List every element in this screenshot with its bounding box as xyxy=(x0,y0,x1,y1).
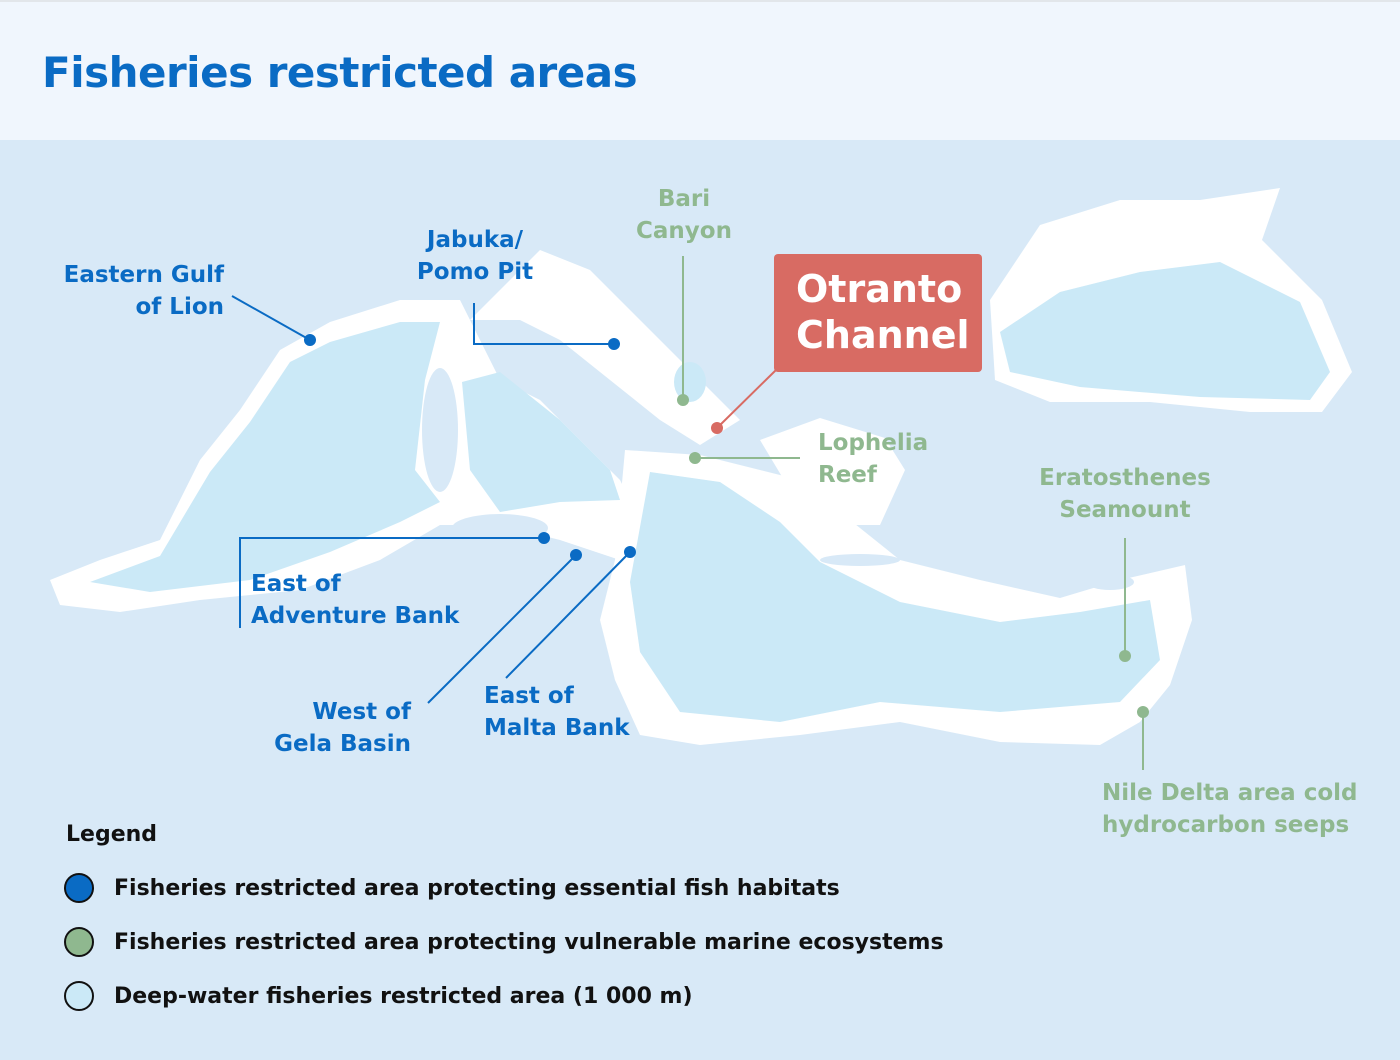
aegean-shelf xyxy=(760,418,905,525)
corsica-sardinia-island xyxy=(422,368,458,492)
label-line: West of xyxy=(312,699,411,725)
legend-title: Legend xyxy=(66,822,158,847)
sicily-island xyxy=(452,514,548,542)
east-of-malta-bank-label: East of Malta Bank xyxy=(484,680,630,744)
west-of-gela-basin-label: West of Gela Basin xyxy=(260,696,411,760)
label-line: Eratosthenes xyxy=(1039,465,1211,491)
header: Fisheries restricted areas xyxy=(0,0,1400,140)
page-title: Fisheries restricted areas xyxy=(42,48,638,97)
eastern-deep-area xyxy=(630,472,1160,722)
east-of-malta-bank-line xyxy=(505,551,631,679)
label-line: Nile Delta area cold xyxy=(1102,780,1358,806)
label-line: Eastern Gulf xyxy=(63,262,224,288)
islands xyxy=(422,368,1134,590)
bari-canyon-label: Bari Canyon xyxy=(624,183,744,247)
otranto-channel-marker xyxy=(711,422,723,434)
legend-label: Fisheries restricted area protecting ess… xyxy=(114,875,840,901)
east-of-adventure-bank-line xyxy=(239,537,544,628)
nile-delta-marker xyxy=(1137,706,1149,718)
jabuka-pomo-pit-line xyxy=(473,303,614,345)
label-line: Otranto xyxy=(796,267,963,311)
label-line: East of xyxy=(251,571,341,597)
jabuka-pomo-pit-label: Jabuka/ Pomo Pit xyxy=(410,224,540,288)
eastern-gulf-of-lion-label: Eastern Gulf of Lion xyxy=(60,259,224,323)
deep-water-areas xyxy=(90,262,1330,722)
crete-island xyxy=(820,554,900,566)
eastern-gulf-of-lion-marker xyxy=(304,334,316,346)
label-line: Lophelia xyxy=(818,430,929,456)
eastern-gulf-of-lion-line xyxy=(231,295,311,341)
otranto-channel-callout: Otranto Channel xyxy=(774,254,982,372)
label-line: Bari xyxy=(657,186,711,212)
label-line: Seamount xyxy=(1059,497,1191,523)
label-line: Channel xyxy=(796,313,970,357)
label-line: Gela Basin xyxy=(274,731,411,757)
western-deep-area xyxy=(90,322,440,592)
bari-canyon-marker xyxy=(677,394,689,406)
eratosthenes-seamount-label: Eratosthenes Seamount xyxy=(1035,462,1215,526)
lophelia-reef-label: Lophelia Reef xyxy=(818,427,928,491)
legend-item-essential-fish-habitats: Fisheries restricted area protecting ess… xyxy=(64,873,840,903)
legend-label: Fisheries restricted area protecting vul… xyxy=(114,929,944,955)
label-line: Reef xyxy=(818,462,877,488)
west-of-gela-basin-line xyxy=(427,554,577,704)
nile-delta-label: Nile Delta area cold hydrocarbon seeps xyxy=(1102,777,1358,841)
black-sea-deep-area xyxy=(1000,262,1330,400)
label-line: hydrocarbon seeps xyxy=(1102,812,1350,838)
lophelia-reef-marker xyxy=(689,452,701,464)
light-blue-circle-icon xyxy=(64,981,94,1011)
jabuka-pomo-pit-marker xyxy=(608,338,620,350)
east-of-adventure-bank-marker xyxy=(538,532,550,544)
otranto-channel-line xyxy=(716,369,777,429)
legend-item-vulnerable-marine-ecosystems: Fisheries restricted area protecting vul… xyxy=(64,927,944,957)
label-line: Malta Bank xyxy=(484,715,630,741)
label-line: Adventure Bank xyxy=(251,603,460,629)
eratosthenes-seamount-marker xyxy=(1119,650,1131,662)
east-of-malta-bank-marker xyxy=(624,546,636,558)
label-line: Jabuka/ xyxy=(426,227,524,253)
label-line: East of xyxy=(484,683,574,709)
label-line: of Lion xyxy=(135,294,224,320)
adriatic-shelf xyxy=(470,250,740,445)
label-line: Canyon xyxy=(636,218,732,244)
leader-lines xyxy=(231,256,1144,770)
legend-label: Deep-water fisheries restricted area (1 … xyxy=(114,983,693,1009)
blue-circle-icon xyxy=(64,873,94,903)
east-of-adventure-bank-label: East of Adventure Bank xyxy=(251,568,459,632)
green-circle-icon xyxy=(64,927,94,957)
mediterranean-map xyxy=(50,188,1352,770)
west-of-gela-basin-marker xyxy=(570,549,582,561)
site-markers xyxy=(304,334,1149,718)
tyrrhenian-deep-area xyxy=(462,372,620,512)
label-line: Pomo Pit xyxy=(416,259,534,285)
cyprus-island xyxy=(1086,574,1134,590)
legend-item-deep-water: Deep-water fisheries restricted area (1 … xyxy=(64,981,693,1011)
